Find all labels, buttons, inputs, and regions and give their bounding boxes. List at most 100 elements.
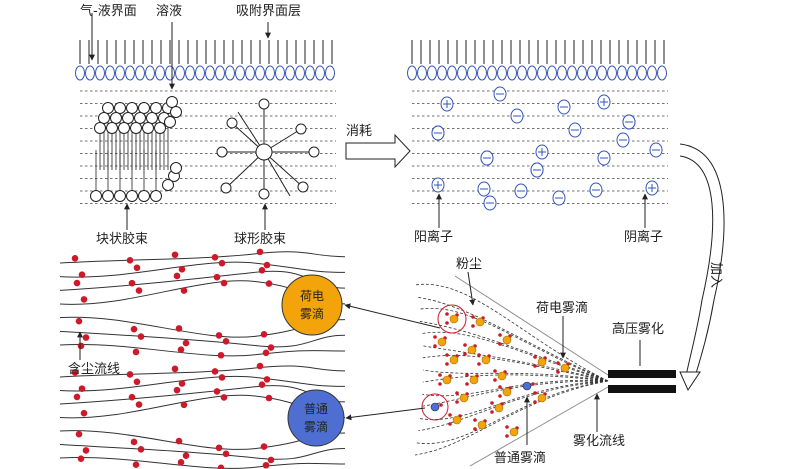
adsorbed-head (437, 65, 447, 81)
charged-droplet (560, 363, 570, 373)
dust-particle (556, 361, 560, 365)
micelle-arm (263, 151, 304, 188)
ordinary-droplet-sphere (287, 389, 345, 447)
dust-particle (173, 386, 181, 394)
dust-particle (505, 434, 509, 438)
dust-particle (175, 437, 183, 445)
micelle-head (216, 146, 228, 158)
dust-particle (258, 381, 266, 389)
micelle-head (220, 182, 232, 194)
adsorbed-head (235, 65, 245, 81)
atomization-streamline (418, 380, 609, 432)
dust-particle (256, 362, 264, 370)
add-arrow-inner (679, 155, 714, 377)
adsorbed-head (145, 65, 155, 81)
dust-particle (213, 273, 221, 281)
dust-particle (78, 385, 86, 392)
micelle-head (134, 112, 146, 124)
adsorbed-head (477, 65, 487, 81)
charged-droplet (481, 355, 491, 365)
dust-particle (178, 266, 186, 273)
micelle-head (154, 122, 166, 134)
adsorbed-head (447, 65, 457, 81)
adsorbed-head (517, 65, 527, 81)
dust-particle (267, 456, 275, 464)
micelle-head (170, 162, 182, 174)
adsorbed-molecules-left (75, 65, 335, 81)
dust-streamline (59, 261, 346, 278)
dust-particle (463, 352, 467, 356)
charged-droplet (449, 355, 459, 365)
micelle-head (166, 96, 178, 108)
adsorbed-head (467, 65, 477, 81)
adsorbed-head (215, 65, 225, 81)
adsorbed-head (305, 65, 315, 81)
label-anion: 阴离子 (624, 229, 663, 245)
adsorbed-head (597, 65, 607, 81)
ordinary-flow-arrow (345, 407, 426, 421)
adsorbed-head (255, 65, 265, 81)
dust-particle (477, 362, 481, 366)
dust-particle (73, 279, 81, 287)
micelle-head (295, 123, 307, 135)
adsorbed-head (295, 65, 305, 81)
charged-droplet (494, 403, 504, 413)
dust-particle (222, 338, 230, 345)
dust-particle (465, 382, 469, 386)
adsorbed-head (577, 65, 587, 81)
dust-particle (505, 425, 509, 429)
dust-particle (71, 369, 79, 376)
dust-particle (473, 418, 477, 422)
micelle-arm (225, 151, 265, 189)
dust-particle (222, 450, 230, 458)
micelle-head (122, 112, 134, 124)
micelle-head (150, 102, 162, 114)
dust-particle (132, 348, 140, 356)
adsorbed-head (557, 65, 567, 81)
charged-droplet (502, 387, 512, 397)
dust-particle (448, 422, 452, 426)
atomization-streamline (418, 307, 609, 382)
dust-streamline (59, 444, 346, 460)
atomization-streamline (422, 345, 609, 382)
micelle-arm (263, 151, 291, 197)
spray-boundary-upper (454, 275, 609, 376)
dust-particle (182, 452, 190, 460)
micelle-head (114, 102, 126, 114)
dust-particle (445, 362, 449, 366)
dust-particle (498, 342, 502, 346)
label-dust-streamline: 含尘流线 (68, 361, 120, 377)
dust-particle (477, 353, 481, 357)
dust-particle (439, 403, 443, 407)
dust-particle (180, 401, 188, 409)
panel-interface-micelles: 气-液界面 溶液 吸附界面层 块状胶束 球形胶束 (75, 3, 336, 247)
micelle-head (142, 122, 154, 134)
atomization-streamline (416, 296, 609, 382)
dust-particle (128, 279, 136, 287)
adsorbed-head (587, 65, 597, 81)
dust-particle (256, 248, 264, 256)
micelle-head (106, 122, 118, 134)
add-arrow-outer (679, 143, 725, 381)
charged-droplet (537, 393, 547, 403)
charged-droplet (442, 375, 452, 385)
label-add: 加入 (708, 262, 723, 288)
dust-particle (132, 461, 140, 469)
label-adsorption-layer: 吸附界面层 (236, 4, 301, 19)
dust-particle (215, 332, 223, 339)
label-solution: 溶液 (156, 4, 182, 19)
adsorbed-head (627, 65, 637, 81)
dust-particle (498, 333, 502, 337)
label-gas-liquid-interface: 气-液界面 (80, 3, 137, 19)
charged-flow-arrow (344, 303, 441, 329)
dust-particle (263, 261, 271, 269)
dust-particle (471, 324, 475, 328)
ordinary-droplet (522, 381, 532, 391)
atomization-streamline (421, 331, 609, 382)
adsorbed-head (95, 65, 105, 81)
dust-particle (77, 342, 85, 350)
dust-particle (445, 321, 449, 325)
adsorbed-head (275, 65, 285, 81)
dust-particle (493, 378, 497, 382)
micelle-head (308, 146, 320, 158)
